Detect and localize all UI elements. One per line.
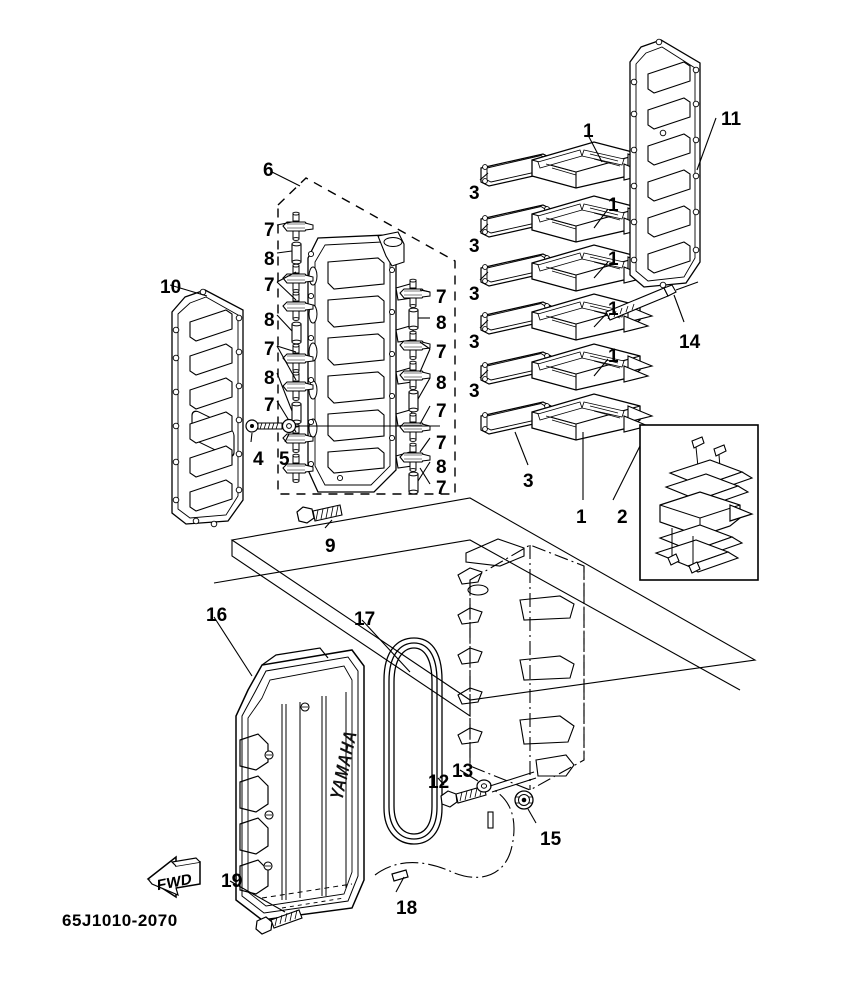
callout-number-16: 16 <box>206 605 228 626</box>
silencer-body-phantom <box>469 544 585 791</box>
callout-number-8: 8 <box>436 373 447 394</box>
callout-number-7: 7 <box>436 478 447 499</box>
callout-number-1: 1 <box>608 299 619 320</box>
diagram-part-number: 65J1010-2070 <box>62 911 178 930</box>
fwd-arrow-marker <box>146 855 201 899</box>
stud-bolt <box>605 281 699 323</box>
callout-number-5: 5 <box>279 449 290 470</box>
intake-gasket-left <box>169 284 244 528</box>
callout-number-8: 8 <box>264 310 275 331</box>
gasket-leaders <box>479 172 529 466</box>
callout-number-3: 3 <box>523 471 534 492</box>
callout-number-7: 7 <box>264 220 275 241</box>
callout-number-1: 1 <box>608 195 619 216</box>
callout-number-3: 3 <box>469 284 480 305</box>
callout-number-17: 17 <box>354 609 376 630</box>
silencer-cover <box>213 616 365 921</box>
callout-number-3: 3 <box>469 332 480 353</box>
hex-bolt <box>296 504 343 529</box>
callout-number-7: 7 <box>436 342 447 363</box>
callout-number-2: 2 <box>617 507 628 528</box>
callout-number-1: 1 <box>576 507 587 528</box>
reed-valve-gaskets <box>480 153 552 435</box>
callout-number-19: 19 <box>221 871 243 892</box>
callout-number-14: 14 <box>679 332 701 353</box>
callout-number-8: 8 <box>436 457 447 478</box>
callout-number-8: 8 <box>436 313 447 334</box>
nut-grommet <box>514 790 537 824</box>
callout-number-3: 3 <box>469 381 480 402</box>
intake-gasket-right <box>629 38 717 289</box>
callout-number-18: 18 <box>396 898 418 919</box>
callout-number-7: 7 <box>436 401 447 422</box>
callout-number-1: 1 <box>608 249 619 270</box>
callout-number-1: 1 <box>583 121 594 142</box>
callout-number-8: 8 <box>264 368 275 389</box>
callout-number-13: 13 <box>452 761 474 782</box>
callout-number-7: 7 <box>264 395 275 416</box>
reed-valve-detail-inset <box>639 424 759 581</box>
bolt-small-and-washer <box>245 418 440 443</box>
callout-number-3: 3 <box>469 183 480 204</box>
bolt-long-and-washer <box>437 769 537 808</box>
callout-number-10: 10 <box>160 277 182 298</box>
callout-number-15: 15 <box>540 829 562 850</box>
callout-leaders-right <box>417 289 431 485</box>
callout-number-6: 6 <box>263 160 274 181</box>
intake-manifold-group-box <box>277 177 456 495</box>
callout-number-4: 4 <box>253 449 264 470</box>
intake-manifold-casting <box>307 231 415 493</box>
callout-number-9: 9 <box>325 536 336 557</box>
callout-number-7: 7 <box>436 287 447 308</box>
callout-number-3: 3 <box>469 236 480 257</box>
silencer-seal <box>361 619 443 845</box>
silencer-body-outline <box>457 538 575 777</box>
callout-number-1: 1 <box>608 346 619 367</box>
alignment-pin <box>487 811 494 829</box>
callout-number-7: 7 <box>264 275 275 296</box>
callout-number-12: 12 <box>428 772 450 793</box>
callout-leaders-left <box>276 221 297 433</box>
callout-number-11: 11 <box>721 109 742 130</box>
callout-number-7: 7 <box>436 433 447 454</box>
reed-valve-leaders <box>582 134 641 501</box>
callout-number-7: 7 <box>264 339 275 360</box>
bolt-cover <box>229 880 303 935</box>
hose-clip <box>374 789 515 893</box>
callout-number-8: 8 <box>264 249 275 270</box>
